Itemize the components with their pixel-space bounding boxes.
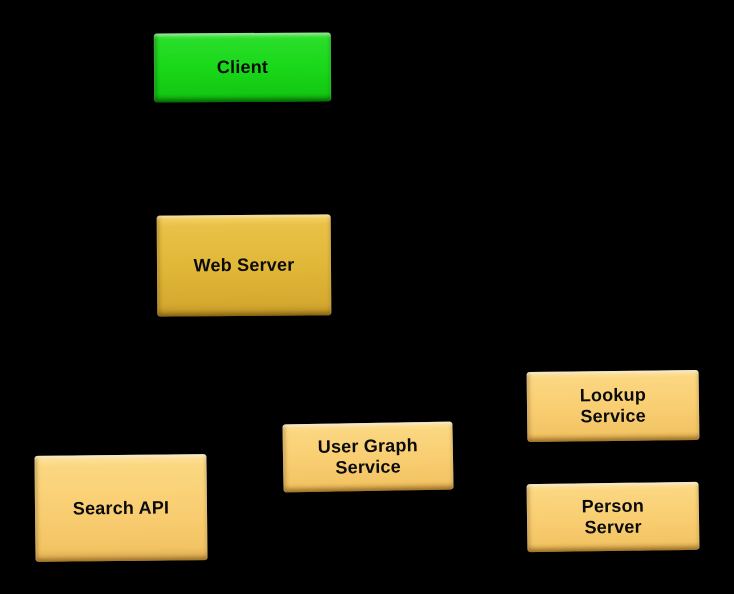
node-user-graph-service: User Graph Service (282, 421, 454, 493)
node-label-line: Lookup (579, 384, 647, 406)
node-search-api: Search API (34, 454, 208, 562)
node-label-line: Search API (72, 496, 170, 519)
node-web-server-label: Web Server (194, 255, 295, 277)
node-label-line: User Graph (317, 435, 418, 457)
node-label-line: Person (581, 495, 645, 517)
node-label-line: Client (216, 56, 269, 78)
node-person-server-label: Person Server (582, 496, 645, 539)
node-lookup-service-label: Lookup Service (580, 385, 647, 428)
node-client: Client (153, 32, 332, 103)
node-lookup-service: Lookup Service (526, 369, 700, 443)
node-label-line: Server (584, 516, 642, 538)
node-search-api-label: Search API (73, 497, 170, 519)
node-label-line: Service (335, 456, 402, 478)
node-client-label: Client (217, 57, 268, 78)
node-web-server: Web Server (156, 214, 332, 317)
node-label-line: Web Server (193, 254, 295, 276)
node-user-graph-service-label: User Graph Service (318, 435, 419, 479)
node-label-line: Service (580, 405, 646, 427)
node-person-server: Person Server (526, 481, 700, 553)
